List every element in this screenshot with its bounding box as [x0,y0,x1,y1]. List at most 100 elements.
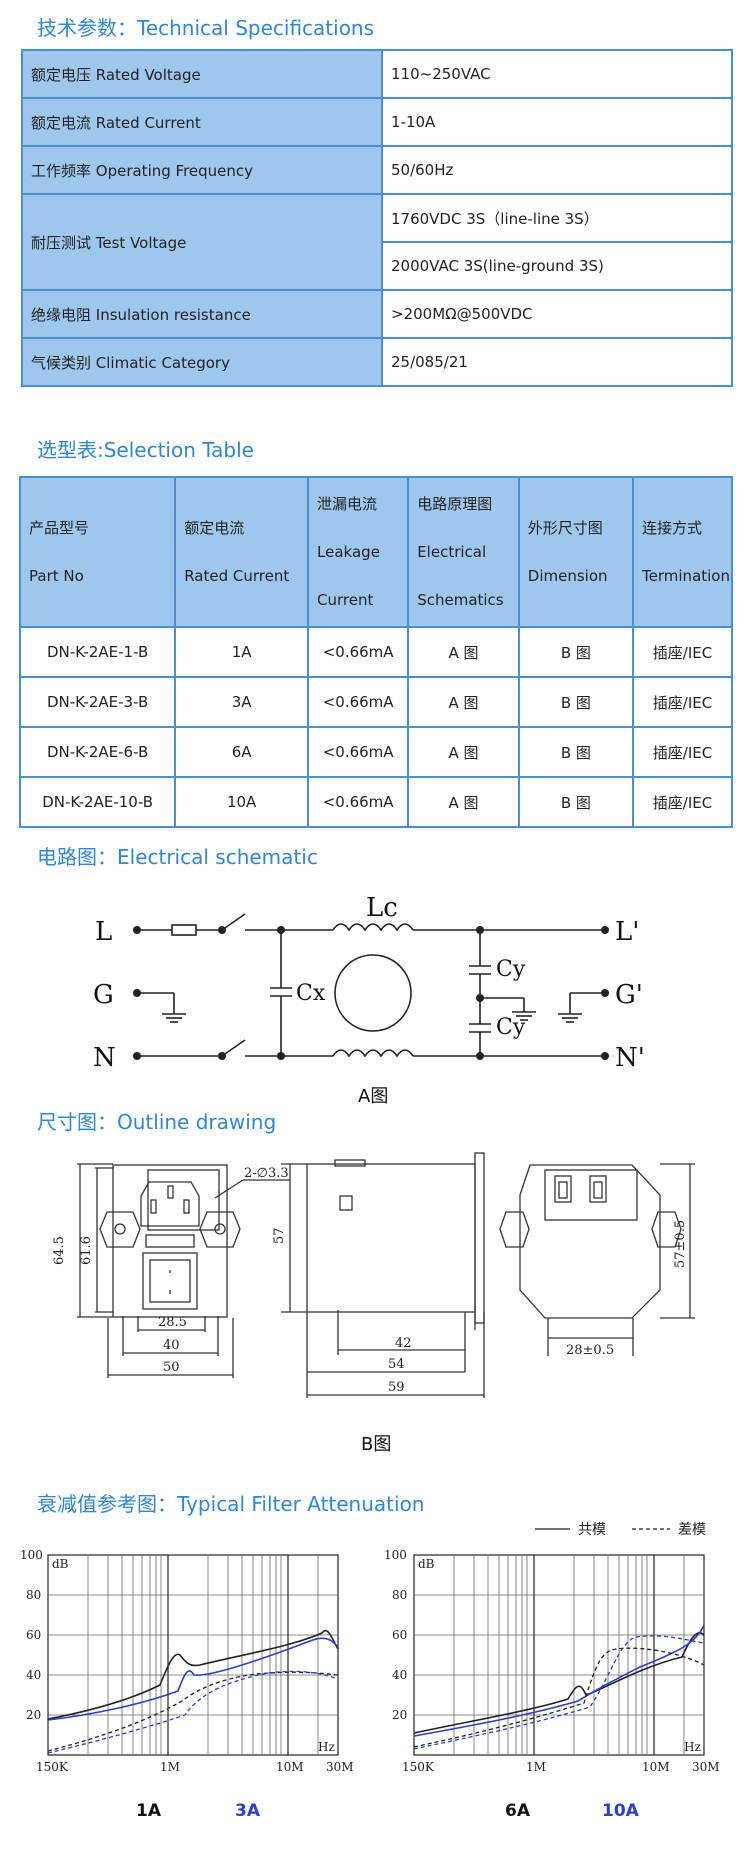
x-unit: Hz [318,1740,335,1754]
x-tick: 30M [692,1760,720,1774]
cell: A 图 [407,776,520,828]
cell: 1A [174,626,310,678]
chart2-label-a: 6A [505,1801,531,1821]
spec-value: 2000VAC 3S(line-ground 3S) [381,241,733,291]
label-G: G [93,980,114,1010]
cell: 插座/IEC [632,776,733,828]
tech-spec-title: 技术参数：Technical Specifications [37,16,375,40]
attenuation-charts: 共模 差模 100 80 60 40 20 dB Hz 150K 1M 10M [20,1522,720,1821]
y-tick: 80 [26,1588,41,1602]
legend: 共模 差模 [535,1522,706,1538]
cell: A 图 [407,726,520,778]
attenuation-title: 衰减值参考图：Typical Filter Attenuation [37,1492,425,1516]
legend-dashed: 差模 [678,1522,706,1538]
label-Cx: Cx [296,981,326,1006]
cell: 插座/IEC [632,626,733,678]
dim-57-tol: 57±0.5 [673,1220,688,1268]
x-tick: 30M [326,1760,354,1774]
label-Cy2: Cy [496,1015,526,1040]
outline-title: 尺寸图：Outline drawing [37,1110,277,1134]
x-tick: 150K [402,1760,435,1774]
x-tick: 10M [642,1760,670,1774]
dim-hole: 2-∅3.3 [244,1166,289,1181]
y-tick: 20 [392,1708,407,1722]
x-tick: 1M [526,1760,546,1774]
cell: 10A [174,776,310,828]
outline-drawing: 64.5 61.6 2-∅3.3 28.5 40 50 57 42 54 59 … [52,1152,695,1455]
cell: DN-K-2AE-10-B [18,776,177,828]
dim-40: 40 [163,1338,180,1353]
cell: DN-K-2AE-3-B [18,676,177,728]
legend-solid: 共模 [578,1522,606,1538]
schematic-title: 电路图：Electrical schematic [37,845,318,869]
attenuation-chart-1: 100 80 60 40 20 dB Hz 150K 1M 10M 30M 1A… [20,1548,354,1821]
schematic-diagram: L G N L' G' N' Lc Cx Cy Cy A图 [93,893,645,1107]
chart1-label-a: 1A [136,1801,162,1821]
x-unit: Hz [684,1740,701,1754]
spec-value: 50/60Hz [381,145,733,195]
cell: B 图 [517,626,635,678]
cell: 3A [174,676,310,728]
cell: <0.66mA [307,676,410,728]
label-N-prime: N' [615,1043,645,1073]
dim-57: 57 [272,1227,287,1244]
cell: 6A [174,726,310,778]
dim-64-5: 64.5 [52,1236,67,1265]
y-tick: 40 [26,1668,41,1682]
outline-caption: B图 [361,1434,391,1455]
selection-title: 选型表:Selection Table [37,438,254,462]
spec-key: 工作频率 Operating Frequency [21,145,383,195]
y-unit: dB [52,1557,69,1571]
x-tick: 10M [276,1760,304,1774]
cell: B 图 [517,676,635,728]
label-Cy1: Cy [496,957,526,982]
cell: B 图 [517,776,635,828]
y-tick: 100 [384,1548,407,1562]
dim-28-5: 28.5 [158,1315,187,1330]
spec-key: 绝缘电阻 Insulation resistance [21,289,383,339]
chart2-label-b: 10A [602,1801,640,1821]
cell: 插座/IEC [632,726,733,778]
y-tick: 60 [26,1628,41,1642]
y-tick: 60 [392,1628,407,1642]
schematic-caption: A图 [358,1086,388,1107]
label-N: N [93,1043,116,1073]
dim-61-6: 61.6 [79,1236,94,1265]
cell: A 图 [407,676,520,728]
spec-key: 额定电压 Rated Voltage [21,49,383,99]
cell: <0.66mA [307,776,410,828]
label-G-prime: G' [615,980,643,1010]
cell: A 图 [407,626,520,678]
spec-value: >200MΩ@500VDC [381,289,733,339]
chart1-label-b: 3A [235,1801,261,1821]
dim-28-tol: 28±0.5 [566,1343,614,1358]
spec-key: 额定电流 Rated Current [21,97,383,147]
dim-54: 54 [388,1357,405,1372]
attenuation-chart-2: 100 80 60 40 20 dB Hz 150K 1M 10M 30M 6A… [384,1548,720,1821]
y-tick: 40 [392,1668,407,1682]
cell: DN-K-2AE-1-B [18,626,177,678]
y-tick: 100 [20,1548,43,1562]
spec-value: 1760VDC 3S（line-line 3S） [381,193,733,243]
x-tick: 1M [160,1760,180,1774]
label-L-prime: L' [615,917,639,947]
spec-value: 1-10A [381,97,733,147]
dim-50: 50 [163,1360,180,1375]
cell: 插座/IEC [632,676,733,728]
spec-key: 气候类别 Climatic Category [21,337,383,387]
y-tick: 80 [392,1588,407,1602]
label-Lc: Lc [366,893,398,923]
